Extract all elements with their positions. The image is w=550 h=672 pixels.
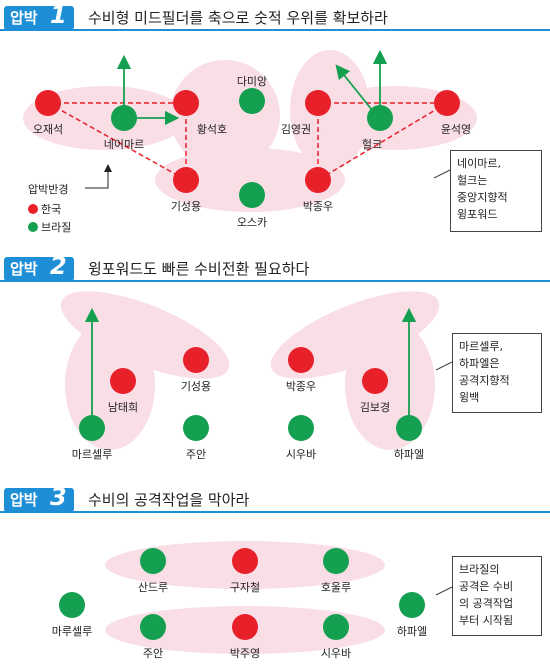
s2-player-siuba bbox=[288, 415, 314, 441]
s2-label-siuba: 시우바 bbox=[285, 448, 317, 461]
s2-player-juan bbox=[183, 415, 209, 441]
s2-label-parkjongwoo: 박종우 bbox=[285, 380, 317, 393]
s3-player-hapael bbox=[399, 592, 425, 618]
s3-label-marcelo: 마루셀루 bbox=[51, 625, 93, 638]
s1-player-neymar bbox=[111, 105, 137, 131]
s3-player-siuba bbox=[323, 614, 349, 640]
section2-title: 윙포워드도 빠른 수비전환 필요하다 bbox=[88, 260, 310, 278]
s1-label-ojaeseok: 오재석 bbox=[32, 123, 64, 136]
s1-player-damiang bbox=[239, 88, 265, 114]
section1-title: 수비형 미드필더를 축으로 숫적 우위를 확보하라 bbox=[88, 9, 388, 27]
s1-label-neymar: 네이마르 bbox=[103, 138, 145, 151]
s1-zone-left bbox=[23, 86, 187, 150]
s2-zone-left-bottom bbox=[65, 320, 155, 450]
s2-player-namtaehee bbox=[110, 368, 136, 394]
s2-player-marcelo bbox=[79, 415, 105, 441]
legend-brazil: 브라질 bbox=[28, 219, 71, 235]
s2-label-juan: 주안 bbox=[185, 448, 207, 461]
s3-label-juan: 주안 bbox=[142, 647, 164, 660]
s3-players bbox=[59, 548, 425, 640]
s1-zone-center-left bbox=[170, 60, 280, 170]
s2-callout-tail bbox=[435, 361, 453, 371]
s2-player-giseongyong bbox=[183, 347, 209, 373]
s1-label-giseongyong: 기성용 bbox=[170, 200, 202, 213]
legend-arrow bbox=[85, 164, 112, 189]
s3-player-hulru bbox=[323, 548, 349, 574]
s1-player-oscar bbox=[239, 182, 265, 208]
legend-korea: 한국 bbox=[28, 201, 61, 217]
s3-player-marcelo bbox=[59, 592, 85, 618]
s2-movement-arrows bbox=[84, 307, 417, 425]
s2-player-kimbokyung bbox=[362, 368, 388, 394]
s2-label-namtaehee: 남태희 bbox=[107, 401, 139, 414]
s2-label-giseongyong: 기성용 bbox=[180, 380, 212, 393]
s1-label-hwangseokho: 황석호 bbox=[196, 123, 228, 136]
s1-label-oscar: 오스카 bbox=[236, 216, 268, 229]
s3-label-hapael: 하파엘 bbox=[396, 625, 428, 638]
s3-label-hulru: 호울루 bbox=[320, 581, 352, 594]
s3-player-kujacheol bbox=[232, 548, 258, 574]
s1-player-parkjongwoo bbox=[305, 167, 331, 193]
s1-player-ojaeseok bbox=[35, 90, 61, 116]
brazil-dot-icon bbox=[28, 222, 38, 232]
s2-player-parkjongwoo bbox=[288, 347, 314, 373]
s2-label-hapael: 하파엘 bbox=[393, 448, 425, 461]
s3-player-sandru bbox=[140, 548, 166, 574]
s3-label-parkjuyoung: 박주영 bbox=[229, 647, 261, 660]
s3-label-kujacheol: 구자철 bbox=[229, 581, 261, 594]
s1-label-parkjongwoo: 박종우 bbox=[302, 200, 334, 213]
korea-dot-icon bbox=[28, 204, 38, 214]
s1-player-hulk bbox=[367, 105, 393, 131]
s1-zone-bottom bbox=[155, 148, 345, 212]
s3-player-juan bbox=[140, 614, 166, 640]
s2-player-hapael bbox=[396, 415, 422, 441]
s2-label-kimbokyung: 김보경 bbox=[359, 401, 391, 414]
s1-label-damiang: 다미앙 bbox=[236, 75, 268, 88]
s3-player-parkjuyoung bbox=[232, 614, 258, 640]
s3-label-siuba: 시우바 bbox=[320, 647, 352, 660]
s2-label-marcelo: 마르셀루 bbox=[71, 448, 113, 461]
s3-label-sandru: 산드루 bbox=[137, 581, 169, 594]
s1-players bbox=[35, 88, 460, 208]
legend-pressing: 압박반경 bbox=[28, 183, 69, 196]
s1-label-kimyoungkwon: 김영권 bbox=[280, 123, 312, 136]
s1-callout-tail bbox=[433, 169, 451, 179]
s1-player-hwangseokho bbox=[173, 90, 199, 116]
s2-players bbox=[79, 347, 422, 441]
s1-label-hulk: 헐크 bbox=[361, 138, 383, 151]
s2-pressing-zones bbox=[60, 291, 440, 450]
s1-player-yunseokyoung bbox=[434, 90, 460, 116]
s1-player-kimyoungkwon bbox=[305, 90, 331, 116]
s1-label-yunseokyoung: 윤석영 bbox=[440, 123, 472, 136]
section3-title: 수비의 공격작업을 막아라 bbox=[88, 491, 250, 509]
s3-callout-tail bbox=[435, 586, 453, 596]
s1-player-giseongyong bbox=[173, 167, 199, 193]
